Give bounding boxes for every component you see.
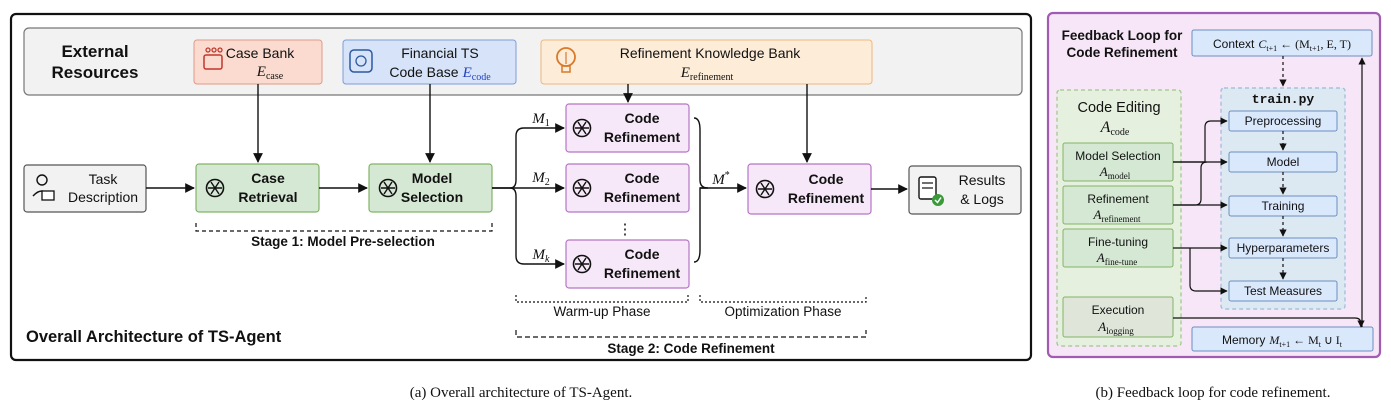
code-base-label-1: Financial TS	[401, 45, 479, 61]
feedback-loop-panel: Feedback Loop for Code Refinement Contex…	[1046, 11, 1382, 359]
refinement-box-1-label-2: Refinement	[604, 129, 681, 145]
train-step-preprocessing: Preprocessing	[1228, 110, 1338, 132]
refinement-box-k-label-2: Refinement	[604, 265, 681, 281]
train-step-model: Model	[1228, 151, 1338, 173]
overall-architecture-panel: External Resources Case Bank Ecase Finan…	[9, 12, 1033, 362]
results-label-1: Results	[959, 172, 1006, 188]
case-bank-label: Case Bank	[226, 45, 295, 61]
checklist-icon	[918, 176, 944, 206]
case-retrieval-label-2: Retrieval	[238, 189, 297, 205]
train-step-test-measures-label: Test Measures	[1244, 284, 1322, 298]
model-selection: Model Selection	[368, 163, 493, 213]
train-step-training: Training	[1228, 195, 1338, 217]
refinement-box-2: Code Refinement	[565, 163, 690, 213]
lightbulb-icon	[556, 47, 576, 73]
stage1-label: Stage 1: Model Pre-selection	[251, 234, 435, 249]
refinement-box-2-label-2: Refinement	[604, 189, 681, 205]
feedback-arrows	[1173, 56, 1366, 328]
agent-refinement-symbol: Arefinement	[1093, 207, 1141, 224]
code-editing-symbol: Acode	[1100, 119, 1130, 138]
external-resources-title-1: External	[61, 42, 128, 61]
train-step-hyperparameters-label: Hyperparameters	[1237, 241, 1330, 255]
train-py-label: train.py	[1252, 92, 1315, 107]
case-bank: Case Bank Ecase	[193, 39, 323, 85]
train-step-hyperparameters: Hyperparameters	[1228, 237, 1338, 259]
case-bank-symbol: Ecase	[256, 64, 284, 82]
train-step-test-measures: Test Measures	[1228, 280, 1338, 302]
user-computer-icon	[32, 174, 55, 201]
train-step-training-label: Training	[1262, 199, 1305, 213]
task-label-1: Task	[89, 171, 119, 187]
external-resources-title-2: Resources	[52, 63, 139, 82]
refinement-knowledge-bank: Refinement Knowledge Bank Erefinement	[540, 39, 873, 85]
agent-execution-symbol: Alogging	[1097, 319, 1134, 336]
final-refinement-label-2: Refinement	[788, 190, 865, 206]
optimization-label: Optimization Phase	[724, 304, 841, 319]
train-py-group: train.py Preprocessing Model Training Hy…	[1220, 87, 1346, 310]
case-retrieval-label-1: Case	[251, 170, 285, 186]
refinement-box-k: Code Refinement	[565, 239, 690, 289]
feedback-title-1: Feedback Loop for	[1062, 28, 1184, 43]
agent-fine-tuning-symbol: Afine-tune	[1096, 250, 1137, 267]
agent-execution-label: Execution	[1092, 303, 1145, 317]
agent-model-selection-label: Model Selection	[1075, 149, 1160, 163]
caption-a: (a) Overall architecture of TS-Agent.	[410, 385, 633, 401]
agent-fine-tuning-label: Fine-tuning	[1088, 235, 1148, 249]
case-retrieval: Case Retrieval	[195, 163, 320, 213]
refinement-box-k-label-1: Code	[625, 246, 660, 262]
model-label-1: M1	[531, 111, 550, 129]
panel-a-title: Overall Architecture of TS-Agent	[26, 328, 282, 346]
agent-refinement-label: Refinement	[1087, 192, 1149, 206]
agent-execution: Execution Alogging	[1062, 296, 1174, 338]
final-refinement-label-1: Code	[809, 171, 844, 187]
refinement-box-2-label-1: Code	[625, 170, 660, 186]
vertical-ellipsis: ⋮	[618, 221, 633, 238]
flow-arrows	[146, 84, 908, 269]
agent-fine-tuning: Fine-tuning Afine-tune	[1062, 228, 1174, 268]
stage2-label: Stage 2: Code Refinement	[607, 341, 775, 356]
model-label-2: M2	[531, 170, 550, 188]
train-step-preprocessing-label: Preprocessing	[1245, 114, 1322, 128]
agent-model-selection-symbol: Amodel	[1099, 164, 1131, 181]
feedback-title-2: Code Refinement	[1066, 45, 1178, 60]
agent-model-selection: Model Selection Amodel	[1062, 142, 1174, 182]
agent-refinement: Refinement Arefinement	[1062, 185, 1174, 225]
model-label-star: M*	[711, 170, 730, 188]
results-and-logs: Results & Logs	[908, 165, 1022, 215]
warmup-label: Warm-up Phase	[553, 304, 650, 319]
train-step-model-label: Model	[1267, 155, 1300, 169]
task-description: Task Description	[23, 164, 147, 213]
code-editing-label: Code Editing	[1077, 100, 1160, 116]
model-selection-label-1: Model	[412, 170, 452, 186]
refinement-box-1: Code Refinement	[565, 103, 690, 153]
model-label-k: Mk	[532, 247, 551, 265]
knowledge-bank-label: Refinement Knowledge Bank	[620, 45, 802, 61]
case-bank-icon	[203, 47, 223, 70]
knowledge-bank-symbol: Erefinement	[680, 65, 734, 83]
brain-icon	[349, 49, 373, 73]
results-label-2: & Logs	[960, 191, 1004, 207]
refinement-box-1-label-1: Code	[625, 110, 660, 126]
model-selection-label-2: Selection	[401, 189, 463, 205]
task-label-2: Description	[68, 189, 138, 205]
caption-b: (b) Feedback loop for code refinement.	[1096, 385, 1331, 401]
stage-brackets	[195, 223, 867, 338]
final-code-refinement: Code Refinement	[747, 163, 872, 215]
